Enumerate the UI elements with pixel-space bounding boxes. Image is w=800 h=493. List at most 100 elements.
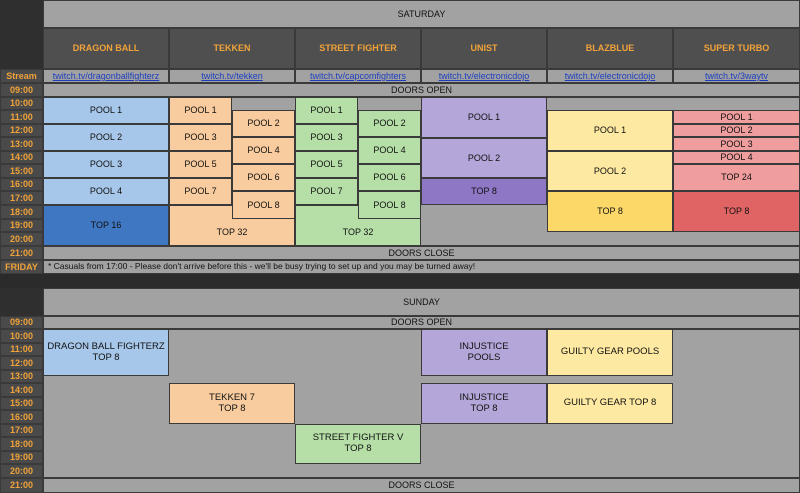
superturbo-pool-2: POOL 2 bbox=[673, 124, 800, 137]
sunday-injustice-pools: INJUSTICE POOLS bbox=[421, 329, 547, 376]
sunday-dbfz-line1: DRAGON BALL FIGHTERZ bbox=[47, 340, 165, 352]
time-label: 13:00 bbox=[0, 137, 43, 151]
streetfighter-pool-3: POOL 3 bbox=[295, 124, 358, 151]
dragonball-pool-4: POOL 4 bbox=[43, 178, 169, 205]
saturday-doors-open: DOORS OPEN bbox=[43, 83, 800, 97]
stream-link-blazblue[interactable]: twitch.tv/electronicdojo bbox=[547, 69, 673, 83]
dragonball-pool-1: POOL 1 bbox=[43, 97, 169, 124]
friday-label: FRIDAY bbox=[0, 260, 43, 274]
game-header-dragonball: DRAGON BALL bbox=[43, 28, 169, 69]
corner-blank bbox=[0, 0, 43, 69]
friday-note: * Casuals from 17:00 - Please don't arri… bbox=[43, 260, 800, 274]
time-label: 09:00 bbox=[0, 316, 43, 329]
time-label: 21:00 bbox=[0, 478, 43, 493]
blazblue-pool-2: POOL 2 bbox=[547, 151, 673, 191]
superturbo-pool-3: POOL 3 bbox=[673, 137, 800, 151]
time-label: 17:00 bbox=[0, 424, 43, 437]
sunday-tekken7-line1: TEKKEN 7 bbox=[209, 391, 255, 403]
tekken-pool-2: POOL 2 bbox=[232, 110, 295, 137]
sunday-sfv-line2: TOP 8 bbox=[344, 443, 372, 454]
sunday-tekken7-top-8: TEKKEN 7 TOP 8 bbox=[169, 383, 295, 424]
streetfighter-pool-4: POOL 4 bbox=[358, 137, 421, 164]
time-label: 18:00 bbox=[0, 437, 43, 451]
game-header-tekken: TEKKEN bbox=[169, 28, 295, 69]
game-header-unist: UNIST bbox=[421, 28, 547, 69]
stream-link-dragonball[interactable]: twitch.tv/dragonballfighterz bbox=[43, 69, 169, 83]
dragonball-pool-3: POOL 3 bbox=[43, 151, 169, 178]
tekken-pool-8: POOL 8 bbox=[232, 191, 295, 219]
sunday-doors-close: DOORS CLOSE bbox=[43, 478, 800, 493]
time-label: 16:00 bbox=[0, 178, 43, 191]
time-label: 17:00 bbox=[0, 191, 43, 205]
time-label: 14:00 bbox=[0, 383, 43, 397]
stream-link-unist[interactable]: twitch.tv/electronicdojo bbox=[421, 69, 547, 83]
time-label: 11:00 bbox=[0, 110, 43, 124]
corner-blank bbox=[0, 288, 43, 316]
time-label: 12:00 bbox=[0, 356, 43, 370]
tekken-pool-5: POOL 5 bbox=[169, 151, 232, 178]
time-label: 19:00 bbox=[0, 451, 43, 464]
sunday-guilty-gear-top-8: GUILTY GEAR TOP 8 bbox=[547, 383, 673, 424]
time-label: 15:00 bbox=[0, 164, 43, 178]
sunday-guilty-gear-pools: GUILTY GEAR POOLS bbox=[547, 329, 673, 376]
time-label: 20:00 bbox=[0, 232, 43, 246]
dragonball-top-16: TOP 16 bbox=[43, 205, 169, 246]
sunday-injustice-pools-line1: INJUSTICE bbox=[459, 340, 509, 352]
sunday-title: SUNDAY bbox=[43, 288, 800, 316]
unist-top-8: TOP 8 bbox=[421, 178, 547, 205]
superturbo-pool-4: POOL 4 bbox=[673, 151, 800, 164]
tekken-pool-6: POOL 6 bbox=[232, 164, 295, 191]
stream-label: Stream bbox=[0, 69, 43, 83]
tekken-pool-4: POOL 4 bbox=[232, 137, 295, 164]
unist-pool-2: POOL 2 bbox=[421, 138, 547, 178]
streetfighter-pool-5: POOL 5 bbox=[295, 151, 358, 178]
sunday-sfv-top-8: STREET FIGHTER V TOP 8 bbox=[295, 424, 421, 464]
time-label: 20:00 bbox=[0, 464, 43, 478]
sunday-injustice-top-8: INJUSTICE TOP 8 bbox=[421, 383, 547, 424]
sunday-tekken7-line2: TOP 8 bbox=[218, 402, 246, 414]
time-label: 12:00 bbox=[0, 124, 43, 137]
streetfighter-pool-8: POOL 8 bbox=[358, 191, 421, 219]
unist-pool-1: POOL 1 bbox=[421, 97, 547, 138]
sunday-injustice-top-line1: INJUSTICE bbox=[459, 391, 509, 403]
dragonball-pool-2: POOL 2 bbox=[43, 124, 169, 151]
time-label: 15:00 bbox=[0, 397, 43, 410]
stream-link-superturbo[interactable]: twitch.tv/3waytv bbox=[673, 69, 800, 83]
superturbo-pool-1: POOL 1 bbox=[673, 110, 800, 124]
blazblue-top-8: TOP 8 bbox=[547, 191, 673, 232]
time-label: 21:00 bbox=[0, 246, 43, 260]
time-label: 16:00 bbox=[0, 410, 43, 424]
time-label: 19:00 bbox=[0, 219, 43, 232]
stream-link-streetfighter[interactable]: twitch.tv/capcomfighters bbox=[295, 69, 421, 83]
time-label: 10:00 bbox=[0, 97, 43, 110]
time-label: 18:00 bbox=[0, 205, 43, 219]
sunday-injustice-top-line2: TOP 8 bbox=[470, 402, 498, 414]
sunday-dbfz-line2: TOP 8 bbox=[92, 351, 120, 363]
superturbo-top-8: TOP 8 bbox=[673, 191, 800, 232]
sunday-sfv-line1: STREET FIGHTER V bbox=[312, 432, 404, 444]
section-divider bbox=[0, 274, 800, 288]
time-label: 11:00 bbox=[0, 343, 43, 356]
blazblue-pool-1: POOL 1 bbox=[547, 110, 673, 151]
saturday-title: SATURDAY bbox=[43, 0, 800, 28]
streetfighter-pool-6: POOL 6 bbox=[358, 164, 421, 191]
time-label: 14:00 bbox=[0, 151, 43, 164]
tekken-pool-3: POOL 3 bbox=[169, 124, 232, 151]
streetfighter-pool-1: POOL 1 bbox=[295, 97, 358, 124]
tekken-pool-7: POOL 7 bbox=[169, 178, 232, 205]
time-label: 09:00 bbox=[0, 83, 43, 97]
sunday-dbfz-top-8: DRAGON BALL FIGHTERZ TOP 8 bbox=[43, 329, 169, 376]
time-label: 13:00 bbox=[0, 370, 43, 383]
superturbo-top-24: TOP 24 bbox=[673, 164, 800, 191]
saturday-doors-close: DOORS CLOSE bbox=[43, 246, 800, 260]
stream-link-tekken[interactable]: twitch.tv/tekken bbox=[169, 69, 295, 83]
streetfighter-pool-2: POOL 2 bbox=[358, 110, 421, 137]
game-header-blazblue: BLAZBLUE bbox=[547, 28, 673, 69]
streetfighter-pool-7: POOL 7 bbox=[295, 178, 358, 205]
time-label: 10:00 bbox=[0, 329, 43, 343]
sunday-doors-open: DOORS OPEN bbox=[43, 316, 800, 329]
tekken-pool-1: POOL 1 bbox=[169, 97, 232, 124]
sunday-injustice-pools-line2: POOLS bbox=[467, 351, 501, 363]
game-header-superturbo: SUPER TURBO bbox=[673, 28, 800, 69]
game-header-streetfighter: STREET FIGHTER bbox=[295, 28, 421, 69]
